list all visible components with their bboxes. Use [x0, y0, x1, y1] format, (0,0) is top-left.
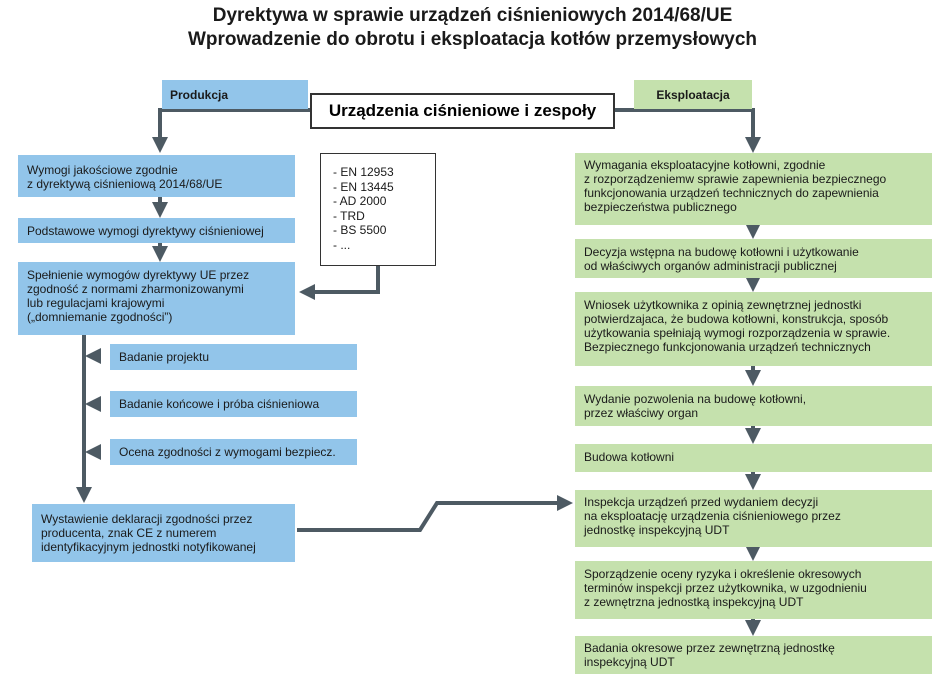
arrow-declaration-to-inspection	[297, 495, 573, 532]
standard-item: - TRD	[333, 208, 365, 223]
standard-item: - ...	[333, 237, 351, 252]
arrow-standards-to-compliance	[299, 266, 380, 300]
operation-step-4: Wydanie pozwolenia na budowę kotłowni, p…	[575, 386, 932, 426]
standard-item: - EN 13445	[333, 179, 394, 194]
operation-step-3: Wniosek użytkownika z opinią zewnętrznej…	[575, 292, 932, 366]
production-header: Produkcja	[162, 80, 308, 109]
standard-item: - AD 2000	[333, 194, 387, 208]
operation-header: Eksploatacja	[634, 80, 752, 109]
operation-step-8: Badania okresowe przez zewnętrzną jednos…	[575, 636, 932, 674]
production-step-1: Wymogi jakościowe zgodnie z dyrektywą ci…	[18, 155, 295, 197]
operation-step-2: Decyzja wstępna na budowę kotłowni i uży…	[575, 239, 932, 278]
operation-step-6: Inspekcja urządzeń przed wydaniem decyzj…	[575, 490, 932, 547]
central-node: Urządzenia ciśnieniowe i zespoły	[310, 93, 615, 129]
diagram-title-line2: Wprowadzenie do obrotu i eksploatacja ko…	[187, 29, 758, 50]
diagram-title-line1: Dyrektywa w sprawie urządzeń ciśnieniowy…	[212, 5, 733, 26]
arrow-central-to-operation	[615, 108, 761, 153]
operation-step-1: Wymagania eksploatacyjne kotłowni, zgodn…	[575, 153, 932, 225]
operation-step-5: Budowa kotłowni	[575, 444, 932, 472]
production-substep-2: Badanie końcowe i próba ciśnieniowa	[110, 391, 357, 417]
production-declaration: Wystawienie deklaracji zgodności przez p…	[32, 504, 295, 562]
production-substep-1: Badanie projektu	[110, 344, 357, 370]
production-substep-3: Ocena zgodności z wymogami bezpiecz.	[110, 439, 357, 465]
arrow-central-to-production	[152, 108, 310, 153]
operation-step-7: Sporządzenie oceny ryzyka i określenie o…	[575, 561, 932, 619]
standards-list: - EN 12953 - EN 13445 - AD 2000 - TRD - …	[320, 153, 436, 266]
production-step-2: Podstawowe wymogi dyrektywy ciśnieniowej	[18, 218, 295, 243]
standard-item: - EN 12953	[333, 165, 394, 179]
production-step-3: Spełnienie wymogów dyrektywy UE przez zg…	[18, 262, 295, 335]
standard-item: - BS 5500	[333, 223, 387, 237]
